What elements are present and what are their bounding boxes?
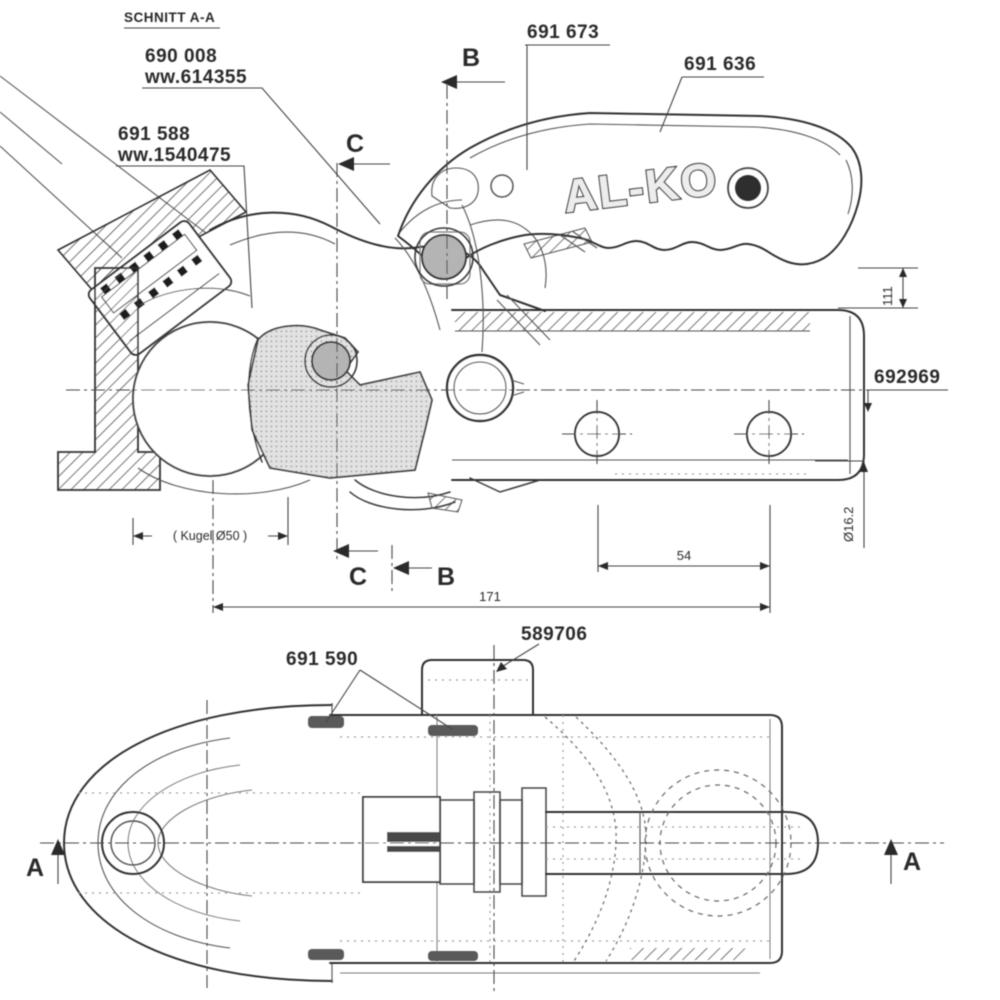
handle: AL-KO <box>397 112 863 270</box>
front-pin <box>304 334 358 388</box>
release-button-ring <box>727 167 769 209</box>
svg-text:A: A <box>903 848 921 876</box>
leader-690008 <box>142 87 381 225</box>
dim-171: 171 <box>213 572 771 613</box>
leader-691636 <box>659 76 764 133</box>
label-schnitt: SCHNITT A-A <box>124 10 220 29</box>
alko-logo: AL-KO <box>560 152 721 223</box>
svg-text:( Kugel Ø50 ): ( Kugel Ø50 ) <box>173 529 247 543</box>
svg-text:54: 54 <box>677 548 691 563</box>
label-691636: 691 636 <box>659 54 764 133</box>
svg-text:691 590: 691 590 <box>286 649 358 670</box>
soft-dock-bumper <box>349 477 541 513</box>
centerlines <box>66 85 886 613</box>
svg-text:690 008: 690 008 <box>145 46 217 67</box>
drawbar-lines <box>0 75 248 294</box>
dim-54: 54 <box>597 505 771 572</box>
svg-text:B: B <box>437 563 455 591</box>
label-690008: 690 008 ww.614355 <box>142 46 381 225</box>
handle-rivet <box>490 174 514 198</box>
dim-hole-diameter: Ø16.2 <box>815 460 868 548</box>
label-691588: 691 588 ww.1540475 <box>116 124 253 309</box>
svg-text:Ø16.2: Ø16.2 <box>841 507 856 542</box>
drawing-root: AL-KO SCHNITT A-A 690 008 ww.61 <box>0 10 948 995</box>
dim-111: 111 <box>838 267 918 309</box>
svg-text:ww.614355: ww.614355 <box>144 67 247 88</box>
label-691673: 691 673 <box>525 22 610 170</box>
section-marker-c-top: C <box>338 130 390 171</box>
svg-text:111: 111 <box>880 286 895 306</box>
leader-691673 <box>525 44 610 170</box>
svg-text:B: B <box>462 44 480 72</box>
bottom-plan-view: 589706 691 590 A A <box>26 624 944 995</box>
section-marker-b-bottom: B <box>393 561 455 591</box>
svg-text:171: 171 <box>479 589 501 604</box>
release-button[interactable] <box>735 175 761 201</box>
body-top-inner <box>229 231 336 246</box>
leader-692969 <box>867 389 948 406</box>
svg-text:692969: 692969 <box>874 367 940 388</box>
schnitt-text: SCHNITT A-A <box>124 10 215 25</box>
main-pivot-pin <box>414 227 474 287</box>
svg-text:691 636: 691 636 <box>684 54 756 75</box>
svg-text:C: C <box>346 130 364 158</box>
svg-text:A: A <box>26 854 44 882</box>
socket-wall-section <box>57 267 161 491</box>
claw-section <box>247 324 433 479</box>
bottom-centerlines <box>40 645 944 995</box>
leader-589706 <box>499 643 540 669</box>
svg-text:C: C <box>349 563 367 591</box>
leader-691588 <box>116 165 253 309</box>
dim-kugel: ( Kugel Ø50 ) <box>132 497 289 545</box>
tow-ball <box>132 287 311 495</box>
section-marker-b-top: B <box>441 44 505 89</box>
lock-cylinder <box>445 353 525 423</box>
section-marker-a-right: A <box>884 839 921 884</box>
svg-text:691 673: 691 673 <box>527 22 599 43</box>
svg-text:691 588: 691 588 <box>118 124 190 145</box>
side-section-view: AL-KO SCHNITT A-A 690 008 ww.61 <box>0 10 948 613</box>
body-top-edge <box>209 211 546 312</box>
svg-text:ww.1540475: ww.1540475 <box>117 145 231 166</box>
leader-691590 <box>325 669 453 730</box>
section-marker-a-left: A <box>26 839 65 884</box>
section-marker-c-bottom: C <box>333 544 378 591</box>
label-692969: 692969 <box>864 367 948 412</box>
svg-text:589706: 589706 <box>521 624 587 645</box>
soft-dock-cap <box>421 659 534 716</box>
label-691590: 691 590 <box>286 649 453 730</box>
claw-left-edge <box>247 337 263 463</box>
clamp-mechanism <box>362 787 547 897</box>
label-589706: 589706 <box>496 624 587 672</box>
